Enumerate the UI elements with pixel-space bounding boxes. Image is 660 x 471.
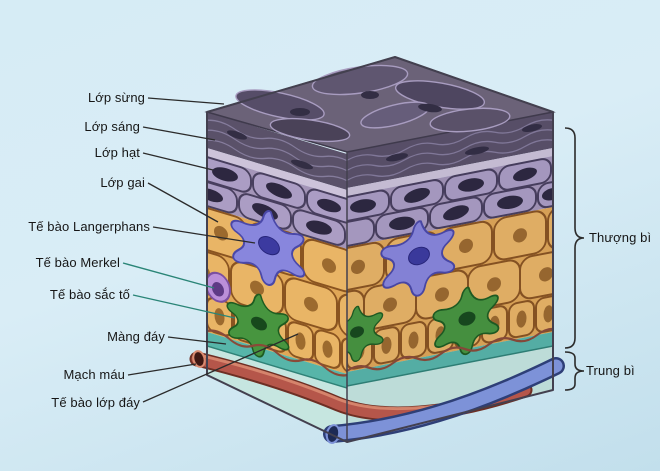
langerhans-cell-right	[380, 213, 456, 304]
pointer-lop-day	[142, 333, 299, 403]
melanocyte-left	[226, 284, 290, 367]
stratum-lucidum-left	[207, 147, 347, 200]
melanocyte-corner	[347, 300, 384, 368]
cube-right-face	[347, 112, 553, 442]
label-lop-sung: Lớp sừng	[87, 90, 145, 105]
brace-epidermis	[564, 127, 585, 349]
pointer-lop-gai	[147, 182, 219, 223]
pointer-langerphans	[152, 226, 256, 244]
pointer-lop-hat	[142, 152, 214, 171]
label-langerphans: Tế bào Langerphans	[28, 219, 150, 234]
cube-left-face	[207, 112, 347, 442]
basement-membrane-right	[347, 331, 553, 387]
pointer-lop-sung	[147, 97, 225, 105]
pointer-mach-mau	[127, 363, 197, 376]
label-merkel: Tế bào Merkel	[35, 255, 120, 270]
stratum-corneum-right	[347, 112, 553, 189]
pointer-sac-to	[132, 294, 236, 319]
label-lop-gai: Lớp gai	[100, 175, 145, 190]
pointer-lop-sang	[142, 126, 216, 141]
langerhans-cell-left	[230, 198, 306, 297]
stratum-lucidum-right	[347, 147, 553, 197]
label-mach-mau: Mạch máu	[63, 367, 125, 382]
merkel-cell	[207, 271, 231, 303]
label-lop-hat: Lớp hạt	[94, 145, 140, 160]
brace-dermis	[564, 351, 585, 391]
pointer-lines	[122, 97, 299, 403]
pointer-merkel	[122, 262, 215, 289]
label-sac-to: Tế bào sắc tố	[49, 287, 130, 302]
cube-outline	[206, 56, 554, 443]
label-thuong-bi: Thượng bì	[589, 230, 652, 245]
label-trung-bi: Trung bì	[586, 363, 635, 378]
melanocyte-right	[432, 280, 500, 362]
stratum-corneum-left	[207, 112, 347, 192]
label-mang-day: Màng đáy	[107, 329, 165, 344]
label-lop-day: Tế bào lớp đáy	[51, 395, 140, 410]
label-lop-sang: Lớp sáng	[84, 119, 140, 134]
pointer-mang-day	[167, 336, 227, 345]
